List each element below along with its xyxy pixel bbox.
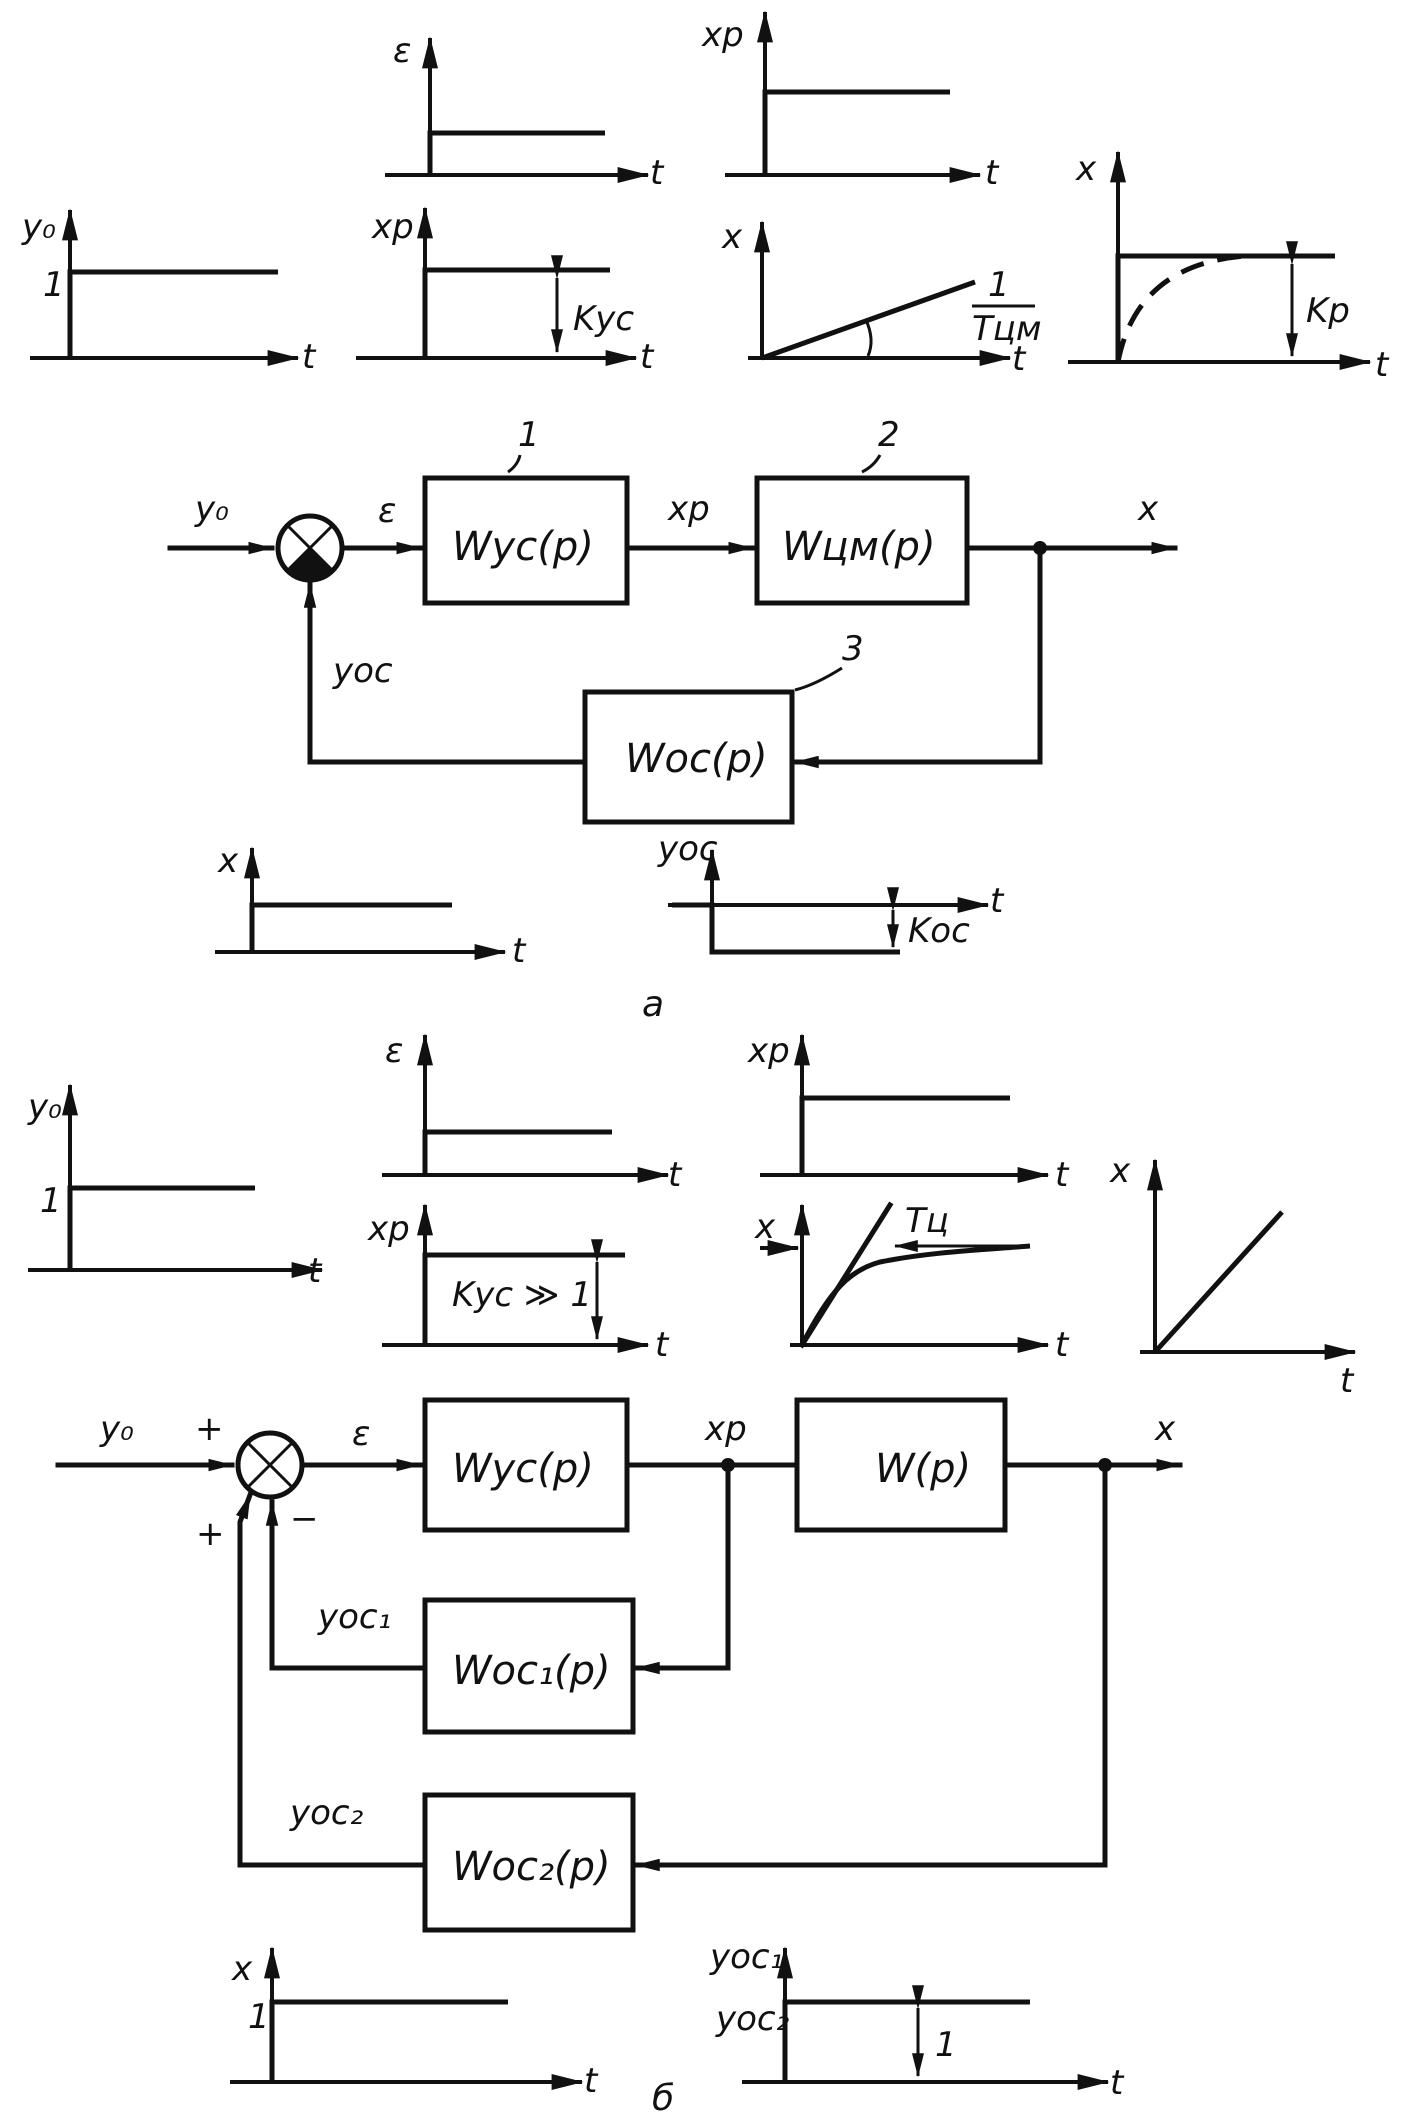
summing-junction-a-negative-sector: [288, 548, 332, 579]
graph-b-x-bottom-axis-label: x: [231, 1949, 253, 1989]
signal-a-regulator-label: xр: [667, 489, 710, 529]
diagram-a: y₀ ε Wус(p) 1 xр Wцм(p) 2 x Wос(p) 3 yос: [167, 415, 1178, 825]
block-a-actuator-label: Wцм(p): [782, 524, 936, 570]
block-a-number-2: 2: [878, 415, 900, 455]
graph-a-x-bottom-time-label: t: [512, 931, 527, 971]
graph-b-x-bottom-time-label: t: [584, 2061, 599, 2101]
signal-a-output-label: x: [1137, 489, 1159, 529]
graph-b-y0: y₀ 1 t: [27, 1083, 324, 1291]
graph-b-x-bottom-level: 1: [248, 1997, 270, 2037]
block-b-plant-label: W(p): [875, 1446, 971, 1492]
block-b-feedback2-label: Wос₂(p): [452, 1844, 611, 1890]
signal-a-feedback-label: yос: [332, 651, 393, 691]
caption-a: а: [642, 984, 664, 1025]
graph-a-x-bottom: x t: [215, 841, 527, 971]
signal-b-feedback1-label: yос₁: [317, 1597, 391, 1637]
signal-a-input-label: y₀: [194, 489, 229, 529]
graph-a-x-exp-axis-label: x: [1075, 149, 1097, 189]
graph-b-eps: ε t: [382, 1031, 683, 1195]
graph-a-eps: ε t: [385, 31, 665, 193]
graph-a-xp-axis-label: xр: [371, 207, 414, 247]
graph-b-x-ramp-axis-label: x: [1109, 1151, 1131, 1191]
graph-b-xp-top: xр t: [747, 1031, 1070, 1195]
signal-a-error-label: ε: [378, 491, 396, 531]
graph-a-x-exp: x Kр t: [1068, 149, 1390, 385]
graph-b-x-exp-axis-label: x: [754, 1207, 776, 1247]
graph-a-x-ramp: x 1 Tцм t: [721, 217, 1042, 379]
graph-b-y0-time-label: t: [308, 1251, 323, 1291]
signal-b-error-label: ε: [352, 1414, 370, 1454]
block-b-feedback1-label: Wос₁(p): [452, 1648, 611, 1694]
signal-b-plus-top: +: [195, 1409, 224, 1449]
graph-a-y0-time-label: t: [302, 337, 317, 377]
graph-a-koc-label: Kос: [908, 911, 970, 951]
diagram-b: y₀ + ε Wус(p) xр W(p) x Wос₁(p) yос₁ − W…: [55, 1397, 1183, 1933]
graph-b-yoc2-axis-label: yос₂: [715, 1999, 790, 2039]
graph-b-xp-top-axis-label: xр: [747, 1031, 790, 1071]
graph-b-xp-time-label: t: [655, 1325, 670, 1365]
graph-b-y0-axis-label: y₀: [27, 1087, 62, 1127]
signal-b-feedback2-label: yос₂: [289, 1793, 364, 1833]
signal-b-output-label: x: [1154, 1409, 1176, 1449]
graph-b-xp-top-time-label: t: [1055, 1155, 1070, 1195]
graph-b-x-bottom: x 1 t: [230, 1946, 599, 2101]
graph-b-yoc1-axis-label: yос₁: [709, 1937, 783, 1977]
graph-b-xp-kus: xр Kус ≫ 1 t: [367, 1203, 670, 1365]
graph-b-x-exp: x Tц t: [754, 1201, 1070, 1365]
graph-a-ramp-den: Tцм: [972, 309, 1042, 349]
signal-b-input-label: y₀: [99, 1409, 134, 1449]
signal-b-regulator-label: xр: [704, 1409, 747, 1449]
graph-a-x-ramp-axis-label: x: [721, 217, 743, 257]
graph-a-ramp-num: 1: [988, 265, 1010, 305]
graph-b-yoc: yос₁ yос₂ 1 t: [709, 1937, 1125, 2103]
block-b-amplifier-label: Wус(p): [452, 1446, 594, 1492]
block-b-feedback1: [422, 1597, 636, 1735]
graph-b-y0-level: 1: [40, 1181, 62, 1221]
graph-a-xp-time-label: t: [640, 337, 655, 377]
graph-a-y0-axis-label: y₀: [21, 207, 56, 247]
graph-b-eps-time-label: t: [668, 1155, 683, 1195]
graph-b-x-ramp-time-label: t: [1340, 1361, 1355, 1401]
graph-a-kus-label: Kус: [573, 299, 634, 339]
block-a-number-3: 3: [842, 629, 864, 669]
signal-b-minus: −: [290, 1499, 319, 1539]
signal-b-plus-left: +: [196, 1514, 225, 1554]
graph-a-kp-label: Kр: [1306, 291, 1350, 331]
graph-a-y0-level: 1: [43, 265, 65, 305]
block-a-feedback-label: Wос(p): [625, 736, 768, 782]
block-a-actuator: [754, 475, 970, 606]
caption-b: б: [652, 2078, 674, 2118]
graph-a-yoc-axis-label: yос: [657, 829, 718, 869]
graph-a-x-exp-time-label: t: [1375, 345, 1390, 385]
graph-b-x-exp-time-label: t: [1055, 1325, 1070, 1365]
graph-a-eps-time-label: t: [650, 153, 665, 193]
block-a-number-1: 1: [518, 415, 540, 455]
graph-a-x-ramp-time-label: t: [1012, 339, 1027, 379]
graph-b-xp-axis-label: xр: [367, 1209, 410, 1249]
block-a-feedback: [582, 689, 795, 825]
graph-b-kus-label: Kус ≫ 1: [452, 1275, 592, 1315]
graph-a-eps-axis-label: ε: [393, 31, 411, 71]
block-a-amplifier-label: Wус(p): [452, 524, 594, 570]
block-a-amplifier: [422, 475, 630, 606]
graph-a-xp-top-time-label: t: [985, 153, 1000, 193]
graph-a-xp-kus: xр Kус t: [356, 206, 655, 377]
graph-b-tc-label: Tц: [905, 1201, 949, 1241]
graph-a-yoc: yос Kос t: [657, 829, 1005, 955]
graph-b-eps-axis-label: ε: [385, 1031, 403, 1071]
graph-a-y0: y₀ 1 t: [21, 207, 317, 377]
graph-b-x-ramp: x t: [1109, 1151, 1357, 1401]
graph-a-xp-top-axis-label: xр: [701, 15, 744, 55]
graph-b-yoc-level: 1: [935, 2025, 957, 2065]
graph-a-yoc-time-label: t: [990, 881, 1005, 921]
graph-a-xp-top: xр t: [701, 10, 1000, 193]
graph-b-yoc-time-label: t: [1110, 2063, 1125, 2103]
graph-a-x-bottom-axis-label: x: [217, 841, 239, 881]
